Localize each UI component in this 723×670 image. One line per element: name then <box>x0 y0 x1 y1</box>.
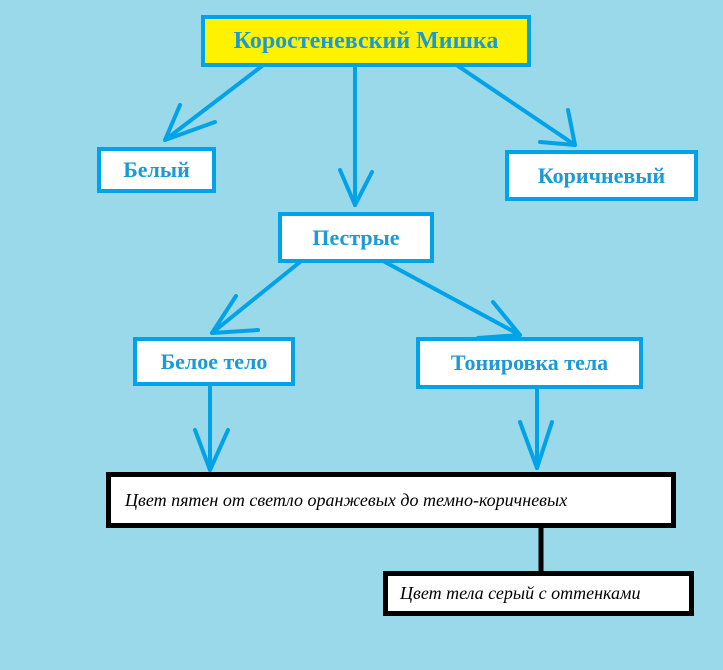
arrowhead <box>193 428 230 472</box>
arrowhead <box>210 294 260 335</box>
node-toned-body-label: Тонировка тела <box>450 350 609 375</box>
arrow-to-white-body <box>210 260 302 335</box>
note-body-color: Цвет тела серый с оттенками <box>383 571 694 616</box>
node-white: Белый <box>97 147 216 193</box>
arrow-to-toned-body <box>383 260 522 337</box>
node-pied-label: Пестрые <box>312 224 400 250</box>
arrowhead <box>518 420 554 470</box>
node-brown-label: Коричневый <box>537 162 666 188</box>
node-white-label: Белый <box>123 157 190 182</box>
arrowhead <box>338 168 374 207</box>
node-pied: Пестрые <box>278 212 434 263</box>
title-node: Коростеневский Мишка <box>201 15 531 67</box>
note-spots-label: Цвет пятен от светло оранжевых до темно-… <box>125 489 568 510</box>
node-white-body: Белое тело <box>133 337 295 386</box>
title-label: Коростеневский Мишка <box>233 27 499 54</box>
note-body-color-label: Цвет тела серый с оттенками <box>400 583 641 603</box>
arrowhead <box>538 108 577 147</box>
arrowhead <box>163 103 217 142</box>
arrow-to-brown <box>456 64 577 147</box>
note-spots: Цвет пятен от светло оранжевых до темно-… <box>106 472 676 528</box>
arrow-to-white <box>163 64 264 142</box>
node-brown: Коричневый <box>505 150 698 201</box>
node-white-body-label: Белое тело <box>160 348 268 374</box>
node-toned-body: Тонировка тела <box>416 337 643 389</box>
